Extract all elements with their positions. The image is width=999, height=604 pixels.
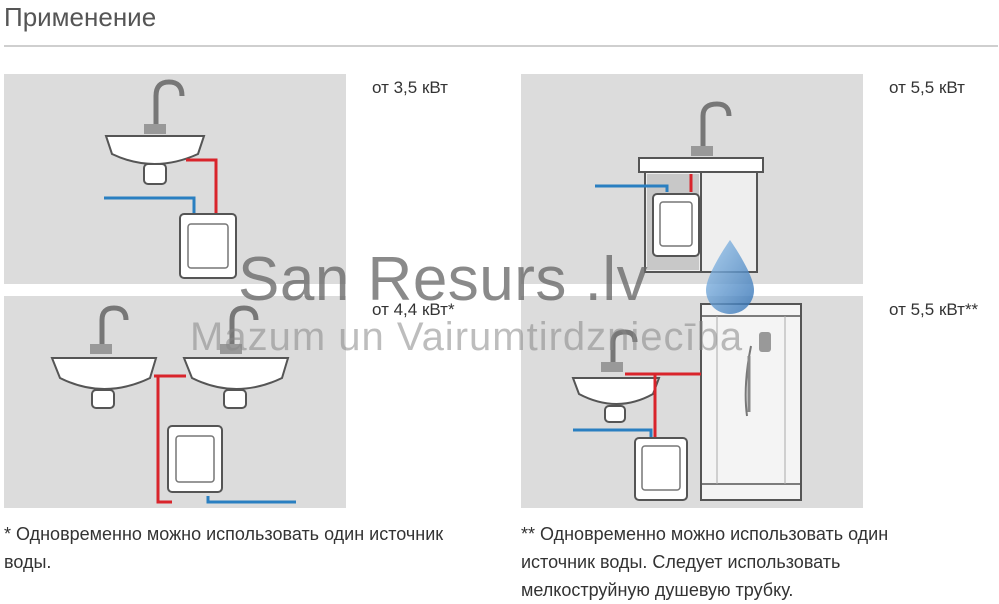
panel-single-sink	[4, 74, 346, 284]
footnote-double-line-3: мелкоструйную душевую трубку.	[521, 580, 794, 600]
panel-two-sinks	[4, 296, 346, 508]
power-label-1: от 3,5 кВт	[372, 78, 448, 97]
sink-icon	[182, 357, 290, 409]
footnote-double: ** Одновременно можно использовать один …	[521, 520, 991, 604]
watermark-subtitle: Mazum un Vairumtirdzniecība	[190, 315, 744, 359]
power-label-2: от 5,5 кВт	[889, 78, 965, 97]
faucet-icon	[220, 305, 259, 354]
panel-sink-shower	[521, 296, 863, 508]
water-heater-icon	[167, 425, 223, 493]
footnote-double-line-2: источник воды. Следует использовать	[521, 552, 841, 572]
sink-shower-illustration	[571, 303, 802, 501]
water-heater-icon	[179, 213, 237, 279]
power-label-4: от 5,5 кВт**	[889, 300, 979, 319]
watermark-title: San Resurs .lv	[238, 245, 649, 314]
water-heater-icon	[634, 437, 688, 501]
two-sinks-illustration	[50, 305, 296, 504]
page-title: Применение	[4, 2, 157, 32]
single-sink-illustration	[104, 79, 237, 279]
water-drop-icon	[706, 240, 754, 314]
faucet-icon	[90, 305, 129, 354]
title-divider	[4, 45, 998, 47]
footnote-single: * Одновременно можно использовать один и…	[4, 524, 444, 572]
water-heater-icon	[652, 193, 700, 257]
panel-cabinet-sink	[521, 74, 863, 284]
sink-icon	[571, 377, 661, 423]
power-label-3: от 4,4 кВт*	[372, 300, 455, 319]
faucet-icon	[691, 101, 732, 156]
faucet-icon	[601, 329, 638, 372]
sink-icon	[50, 357, 158, 409]
faucet-icon	[144, 79, 185, 134]
shower-cabin-icon	[700, 303, 802, 501]
sink-icon	[104, 135, 206, 185]
footnote-double-line-1: ** Одновременно можно использовать один	[521, 524, 889, 544]
